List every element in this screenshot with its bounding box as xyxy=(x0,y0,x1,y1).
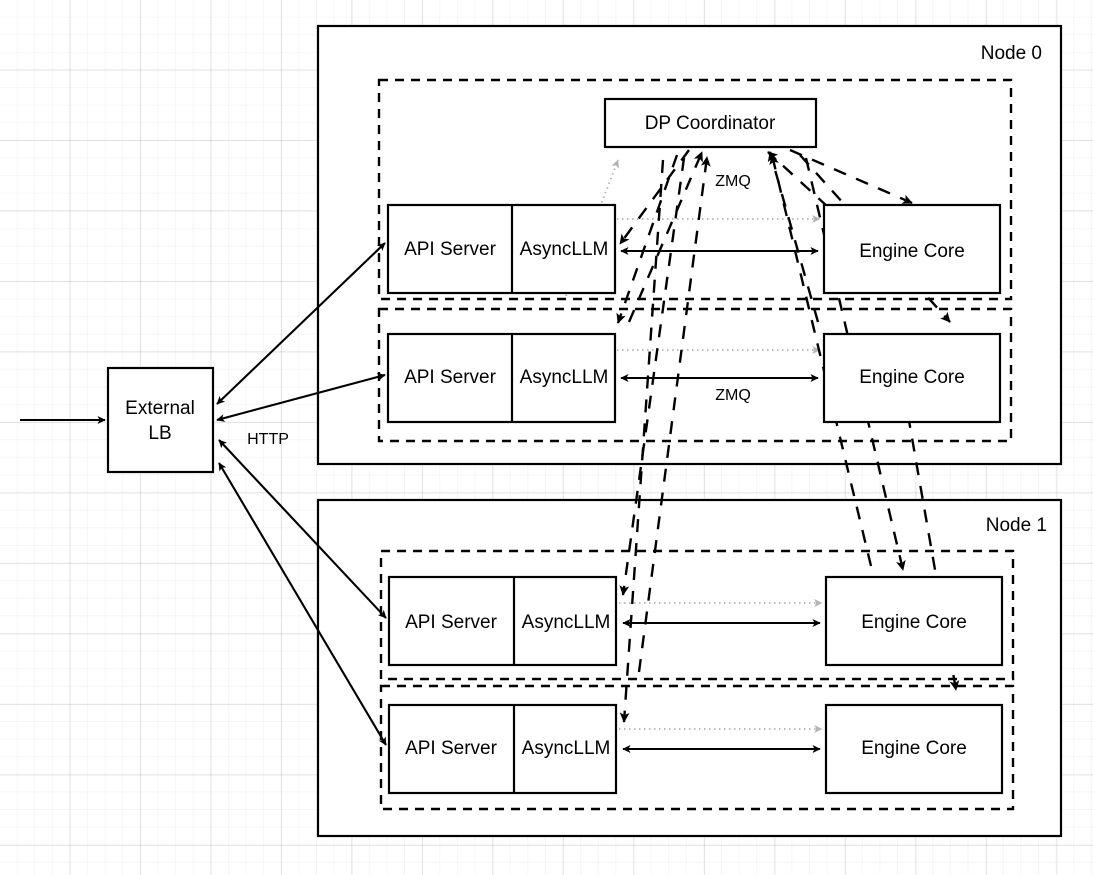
node-1-rank-1-apiserver-asyncllm-box[interactable] xyxy=(387,703,618,795)
dashed-edge-coordinator-to-asyncllm01 xyxy=(616,154,679,324)
node-1-rank-1-asyncllm-label: AsyncLLM xyxy=(522,738,611,759)
node-0-rank-0-group xyxy=(377,78,1013,301)
node-1-rank-1-api-server-label: API Server xyxy=(405,738,498,759)
dp-coordinator-label: DP Coordinator xyxy=(645,113,776,134)
node-0-rank-1-apiserver-asyncllm-box[interactable] xyxy=(386,332,617,424)
node-1-rank-0-apiserver-asyncllm-box[interactable] xyxy=(387,575,618,667)
node-0-rank-0-asyncllm-label: AsyncLLM xyxy=(520,239,609,260)
node-1-rank-0-api-server-label: API Server xyxy=(405,612,498,633)
http-edge-label: HTTP xyxy=(247,431,289,448)
external-lb-label-line2: LB xyxy=(148,423,171,444)
dp-coordinator-box[interactable] xyxy=(603,97,818,149)
node-1-title: Node 1 xyxy=(986,515,1047,536)
solid-edge-lb-apiserver11 xyxy=(218,462,387,746)
node-0-title: Node 0 xyxy=(981,43,1042,64)
external-lb-box[interactable] xyxy=(106,366,215,474)
dotted-edge-asyncllm00-to-coordinator xyxy=(565,159,619,297)
node-0-rank-1-asyncllm-label: AsyncLLM xyxy=(520,367,609,388)
node-1-rank-0-enginecore-box[interactable] xyxy=(824,575,1004,667)
node-0-rank-1-enginecore-label: Engine Core xyxy=(859,367,965,388)
node-1-rank-1-group xyxy=(379,684,1015,811)
node-0-rank-1-enginecore-box[interactable] xyxy=(822,332,1002,424)
node-1-rank-1-enginecore-label: Engine Core xyxy=(861,738,967,759)
node-1-rank-1-enginecore-box[interactable] xyxy=(824,703,1004,795)
node-0-rank-0-enginecore-box[interactable] xyxy=(822,203,1002,295)
node-1-rank-0-asyncllm-label: AsyncLLM xyxy=(522,612,611,633)
dashed-edge-asyncllm10-to-coordinator xyxy=(637,156,711,673)
node-0-rank-0-zmq-label: ZMQ xyxy=(715,173,751,190)
solid-edge-lb-apiserver01 xyxy=(216,373,386,422)
node-0-rank-0-apiserver-asyncllm-box[interactable] xyxy=(386,203,617,295)
node-0-rank-0-api-server-label: API Server xyxy=(404,239,497,260)
dashed-edge-coordinator-to-asyncllm00 xyxy=(619,149,690,245)
node-1-rank-0-enginecore-label: Engine Core xyxy=(861,612,967,633)
external-lb-label-line1: External xyxy=(125,398,195,419)
node-0-rank-1-api-server-label: API Server xyxy=(404,367,497,388)
dashed-edge-asyncllm01-to-coordinator xyxy=(627,151,704,323)
node-0-rank-0-enginecore-label: Engine Core xyxy=(859,241,965,262)
node-0-rank-1-zmq-label: ZMQ xyxy=(715,387,751,404)
